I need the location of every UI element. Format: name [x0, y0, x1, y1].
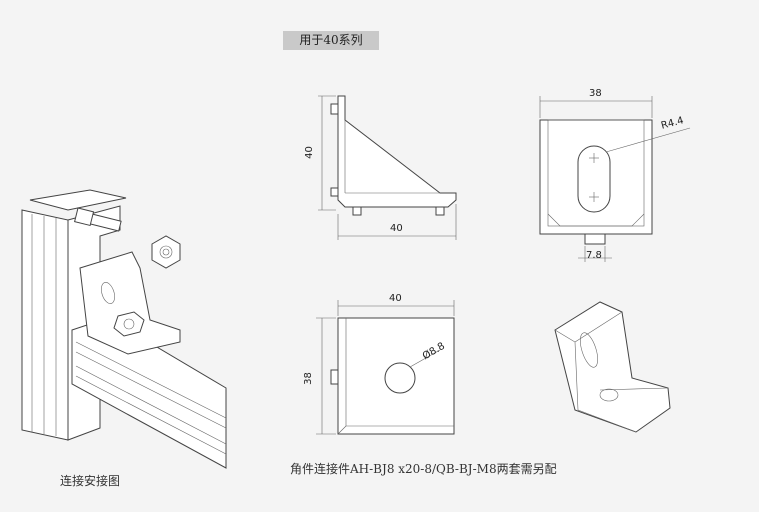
top-depth-label: 38	[302, 372, 314, 385]
assembly-view	[21, 189, 227, 469]
top-view	[316, 300, 455, 435]
series-tag: 用于40系列	[283, 31, 379, 50]
part-note-caption: 角件连接件AH-BJ8 x20-8/QB-BJ-M8两套需另配	[290, 462, 557, 476]
tab-width-label: 7.8	[586, 250, 602, 261]
side-height-label: 40	[303, 146, 315, 159]
front-width-label: 38	[589, 88, 602, 99]
side-width-label: 40	[390, 223, 403, 234]
isometric-bracket	[554, 301, 671, 433]
side-view	[318, 95, 457, 240]
top-width-label: 40	[389, 293, 402, 304]
front-view	[539, 96, 691, 262]
assembly-caption: 连接安接图	[60, 474, 121, 488]
